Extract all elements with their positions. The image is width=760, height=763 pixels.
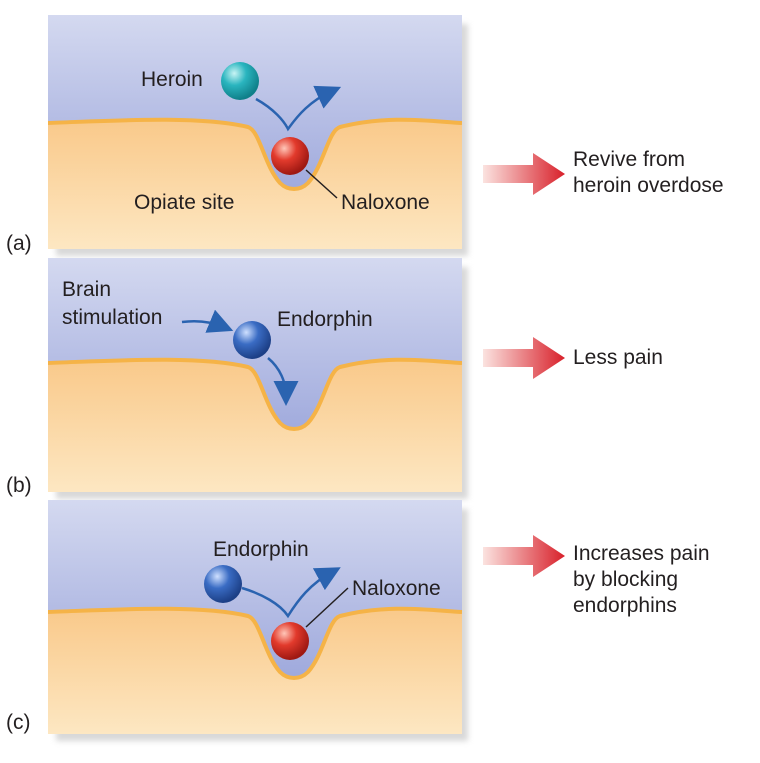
endorphin-molecule [204,565,242,603]
binding-arrow [267,357,299,406]
result-arrow-c [483,535,565,577]
panel-a-scene [48,15,462,249]
result-text-b: Less pain [573,345,663,371]
result-text-c: Increases pain by blocking endorphins [573,541,710,619]
panel-tag-a: (a) [6,232,32,255]
endorphin-molecule [233,321,271,359]
result-arrow-b [483,337,565,379]
result-line: heroin overdose [573,174,724,197]
panel-c [48,500,462,734]
result-line: endorphins [573,594,677,617]
naloxone-molecule [271,137,309,175]
opiate-site-label: Opiate site [134,191,235,214]
result-line: by blocking [573,568,679,591]
brain-label: Brain [62,278,112,301]
stimulation-label: stimulation [62,306,163,329]
naloxone-leader-line [305,587,349,628]
stimulation-arrow [181,309,234,333]
result-text-a: Revive from heroin overdose [573,147,724,199]
panel-c-scene [48,500,462,734]
naloxone-molecule [271,622,309,660]
membrane-line [48,117,462,191]
displacement-arrow [241,567,341,619]
displacement-arrow [255,85,342,132]
result-line: Less pain [573,346,663,369]
result-line: Revive from [573,148,686,171]
heroin-label: Heroin [141,68,203,91]
membrane-line [48,606,462,680]
endorphin-label: Endorphin [277,308,373,331]
panel-tag-c: (c) [6,711,31,734]
panel-b [48,258,462,492]
endorphin-label: Endorphin [213,538,309,561]
naloxone-label: Naloxone [341,191,430,214]
panel-b-scene [48,258,462,492]
membrane-line [48,357,462,431]
panel-a [48,15,462,249]
result-line: Increases pain [573,542,710,565]
panel-tag-b: (b) [6,474,32,497]
result-arrow-a [483,153,565,195]
naloxone-label: Naloxone [352,577,441,600]
naloxone-leader-line [305,169,338,199]
heroin-molecule [221,62,259,100]
